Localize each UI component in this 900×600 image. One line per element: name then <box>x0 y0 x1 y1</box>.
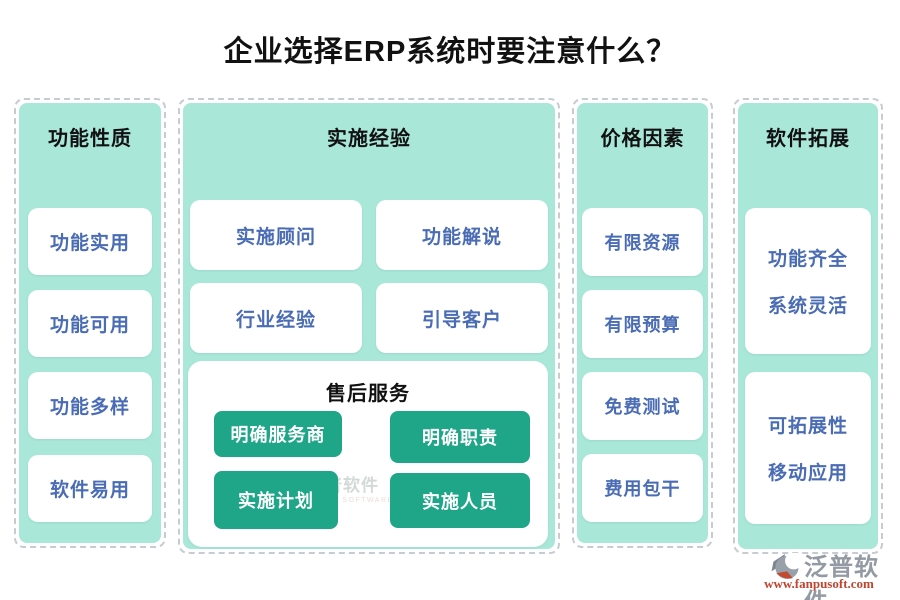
item-card: 功能可用 <box>28 290 152 357</box>
item-card: 引导客户 <box>376 283 548 353</box>
column-price-factors: 价格因素 有限资源 有限预算 免费测试 费用包干 <box>572 98 713 548</box>
column-software-expansion: 软件拓展 功能齐全 系统灵活 可拓展性 移动应用 <box>733 98 883 554</box>
item-card-multiline: 功能齐全 系统灵活 <box>745 208 871 354</box>
item-line: 可拓展性 <box>767 416 848 437</box>
page-title: 企业选择ERP系统时要注意什么？ <box>223 36 677 68</box>
fanpu-logo-icon <box>771 553 802 580</box>
item-card: 免费测试 <box>582 372 703 440</box>
after-sales-service-panel: 售后服务 泛普软件 FANPU SOFTWARE 明确服务商 明确职责 实施计划… <box>188 361 548 547</box>
column-function-nature: 功能性质 功能实用 功能可用 功能多样 软件易用 <box>14 98 166 548</box>
brand-name: 泛普软件 <box>804 554 879 600</box>
green-tag: 明确服务商 <box>214 411 342 457</box>
green-tag: 实施人员 <box>390 473 530 528</box>
column-header: 实施经验 <box>327 128 411 150</box>
item-card: 软件易用 <box>28 455 152 522</box>
item-card: 功能多样 <box>28 372 152 439</box>
item-card: 实施顾问 <box>190 200 362 270</box>
column-header: 软件拓展 <box>766 128 850 150</box>
item-card: 费用包干 <box>582 454 703 522</box>
item-line: 移动应用 <box>767 463 848 484</box>
subpanel-title: 售后服务 <box>326 383 410 405</box>
item-card-multiline: 可拓展性 移动应用 <box>745 372 871 524</box>
column-implementation-experience: 实施经验 实施顾问 功能解说 行业经验 引导客户 售后服务 泛普软件 FANPU… <box>178 98 560 554</box>
column-header: 价格因素 <box>600 128 685 150</box>
item-card: 功能实用 <box>28 208 152 275</box>
item-card: 行业经验 <box>190 283 362 353</box>
fanpu-brand-mark: 泛普软件 www.fanpusoft.com <box>748 550 890 600</box>
column-header: 功能性质 <box>48 128 132 150</box>
item-line: 功能齐全 <box>767 249 848 270</box>
item-card: 有限预算 <box>582 290 703 358</box>
item-card: 有限资源 <box>582 208 703 276</box>
item-line: 系统灵活 <box>767 296 848 317</box>
item-card: 功能解说 <box>376 200 548 270</box>
green-tag: 明确职责 <box>390 411 530 463</box>
brand-url: www.fanpusoft.com <box>764 576 874 591</box>
green-tag: 实施计划 <box>214 471 338 529</box>
center-watermark-subtext: FANPU SOFTWARE <box>308 497 394 504</box>
